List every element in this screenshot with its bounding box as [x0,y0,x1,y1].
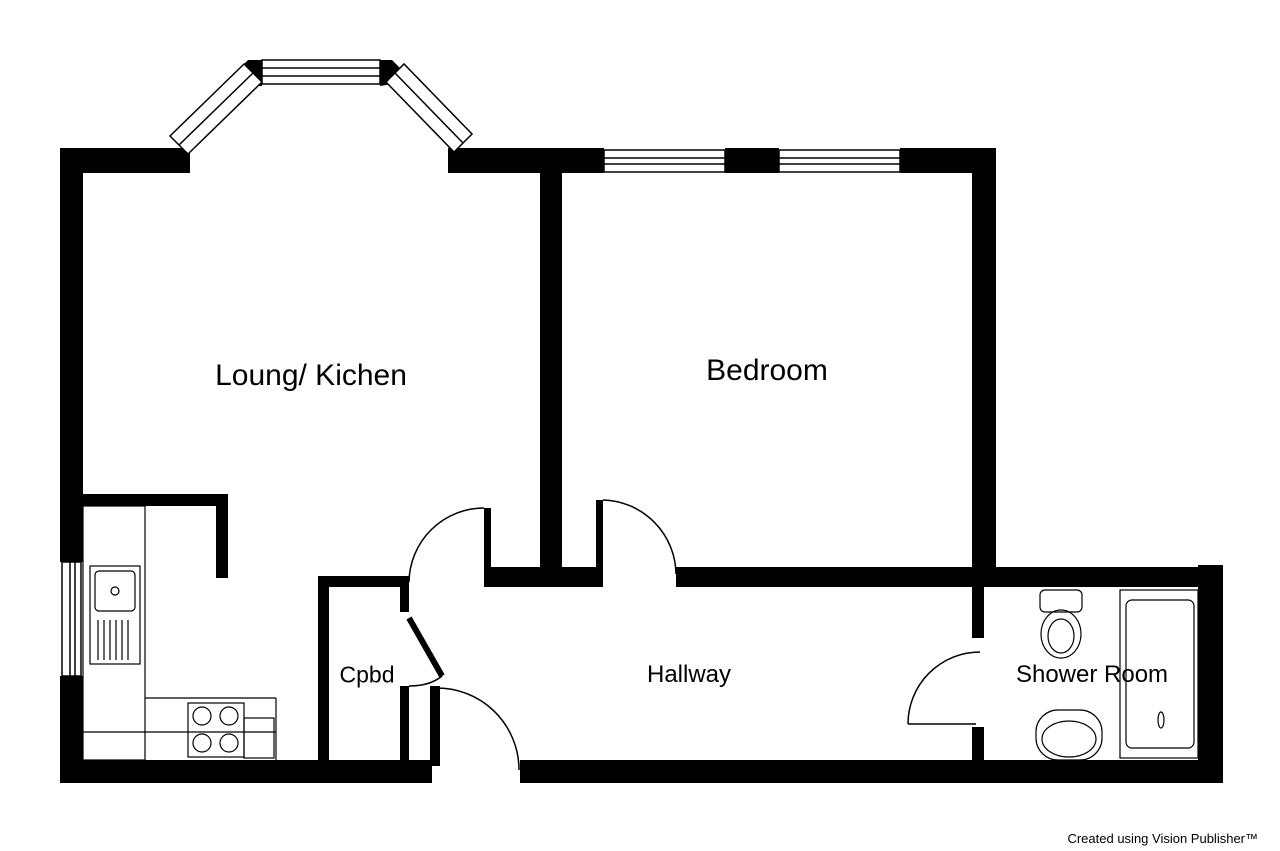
toilet-bowl-icon [1040,609,1082,659]
toilet-cistern [1039,589,1083,613]
bath-icon [1119,589,1199,759]
window-bedroom-left [603,149,726,173]
bay-post-left [164,148,190,173]
bay-post-right [448,148,475,173]
wall-kitchen-stub [216,494,228,578]
door-jamb-lounge [484,508,491,580]
door-cupboard-swing [408,675,443,687]
window-bedroom-right [778,149,901,173]
wall-bedroom-right [972,148,996,568]
door-shower-swing [907,651,981,725]
kitchen-worktop [82,505,146,761]
walls [60,60,1223,783]
wall-top-lounge-left [60,148,170,173]
bay-post-top-right [380,60,404,86]
bathroom-fittings [1035,589,1199,761]
wall-shower-right [1198,565,1223,783]
door-cupboard-leaf [406,616,445,678]
wall-cupboard-right-upper [400,576,409,612]
wall-kitchen-top [83,494,228,506]
wall-top-bedroom-b [725,148,779,173]
wall-cupboard-top [318,576,409,587]
wall-hall-top-b [676,567,1223,587]
wall-left-lower [60,676,83,783]
wall-cupboard-right-lower [400,686,409,766]
room-label-shower-room: Shower Room [1015,661,1169,688]
wall-shower-left-upper [972,578,984,638]
wall-bottom-left [60,760,432,783]
door-jamb-bedroom [596,500,603,587]
wall-hall-top-a [484,567,598,587]
windows [61,59,901,677]
wall-shower-left-lower [972,727,984,772]
wall-partition [540,148,562,578]
room-label-bedroom: Bedroom [706,354,828,387]
kitchen-fittings [82,505,277,761]
basin-icon [1035,709,1103,761]
wall-left-upper [60,148,83,562]
sink-icon [89,565,141,665]
window-kitchen [61,561,82,677]
credit-text: Created using Vision Publisher™ [1067,831,1258,846]
doors [408,499,981,771]
door-front-swing [434,687,520,771]
door-bedroom-swing [602,499,677,575]
room-label-lounge-kitchen: Loung/ Kichen [215,359,407,392]
door-lounge-swing [408,507,485,583]
window-bay-top [261,59,381,85]
wall-bottom-right [520,760,1223,783]
room-label-hallway: Hallway [646,661,732,688]
room-label-cupboard: Cpbd [339,661,395,688]
wall-cupboard-left [318,576,329,766]
